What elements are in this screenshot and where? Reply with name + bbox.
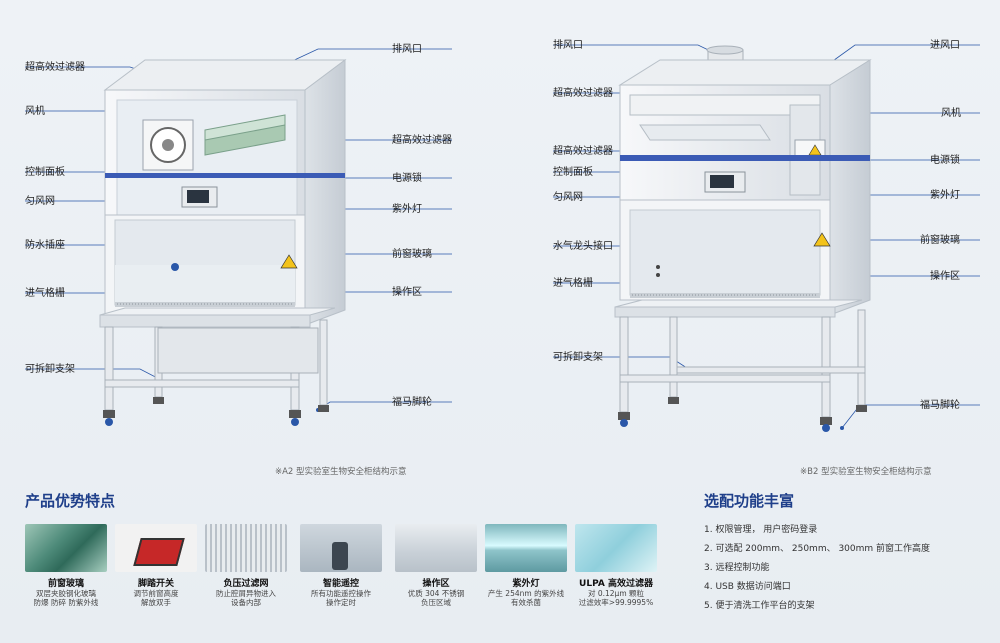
options-title: 选配功能丰富 [704,492,795,510]
feature-desc: 产生 254nm 的紫外线 [487,589,565,598]
feature-front-glass: 前窗玻璃 双层夹胶钢化玻璃 防爆 防碎 防紫外线 [25,524,107,607]
ulpa-filter-thumbnail [575,524,657,572]
feature-remote-control: 智能遥控 所有功能遥控操作 操作定时 [300,524,382,607]
feature-desc: 解放双手 [141,598,171,607]
uv-lamp-thumbnail [485,524,567,572]
feature-desc: 所有功能遥控操作 [311,589,371,598]
b2-label-ulpa-top: 超高效过滤器 [553,88,613,99]
feature-negative-pressure-filter: 负压过滤网 防止腔屑异物进入 设备内部 [205,524,287,607]
feature-desc: 有效杀菌 [511,598,541,607]
a2-label-front-glass: 前窗玻璃 [392,249,432,260]
feature-name: 脚踏开关 [137,579,174,589]
a2-label-power-socket: 电源锁 [392,173,422,184]
a2-label-casters: 福马脚轮 [392,397,432,408]
feature-desc: 负压区域 [421,598,451,607]
feature-foot-switch: 脚踏开关 调节前窗高度 解放双手 [115,524,197,607]
feature-desc: 对 0.12μm 颗粒 [587,589,645,598]
a2-label-uv-lamp: 紫外灯 [392,204,422,215]
feature-name: 操作区 [422,579,450,589]
b2-label-front-glass: 前窗玻璃 [920,235,960,246]
option-item: 4. USB 数据访问端口 [704,582,791,592]
b2-caption: ※B2 型实验室生物安全柜结构示意 [800,467,932,477]
b2-label-control-panel: 控制面板 [553,167,593,178]
b2-label-detachable-stand: 可拆卸支架 [553,352,603,363]
a2-label-diffuser: 匀风网 [25,196,55,207]
a2-label-intake-grille: 进气格栅 [25,288,65,299]
b2-cabinet-illustration [614,45,872,432]
feature-desc: 调节前窗高度 [133,589,179,598]
a2-label-control-panel: 控制面板 [25,167,65,178]
feature-ulpa-filter: ULPA 高效过滤器 对 0.12μm 颗粒 过滤效率>99.9995% [575,524,657,607]
option-item: 5. 便于清洗工作平台的支架 [704,601,815,611]
option-item: 3. 远程控制功能 [704,563,770,573]
b2-label-ulpa-mid: 超高效过滤器 [553,146,613,157]
feature-desc: 优质 304 不锈钢 [407,589,465,598]
b2-label-diffuser: 匀风网 [553,192,583,203]
a2-cabinet-illustration [99,59,347,426]
a2-caption: ※A2 型实验室生物安全柜结构示意 [275,467,407,477]
glass-thumbnail [25,524,107,572]
feature-work-area: 操作区 优质 304 不锈钢 负压区域 [395,524,477,607]
b2-label-uv-lamp: 紫外灯 [930,190,960,201]
a2-label-waterproof-socket: 防水插座 [25,240,65,251]
a2-label-fan: 风机 [25,106,45,117]
filter-mesh-thumbnail [205,524,287,572]
work-area-thumbnail [395,524,477,572]
feature-name: 前窗玻璃 [47,579,84,589]
feature-uv-lamp: 紫外灯 产生 254nm 的紫外线 有效杀菌 [485,524,567,607]
feature-desc: 防爆 防碎 防紫外线 [33,598,99,607]
a2-label-exhaust: 排风口 [392,44,422,55]
b2-label-inlet: 进风口 [930,40,960,51]
a2-label-ulpa-top: 超高效过滤器 [25,62,85,73]
b2-label-fan: 风机 [941,108,961,119]
b2-label-intake-grille: 进气格栅 [553,278,593,289]
b2-label-work-area: 操作区 [930,271,960,282]
feature-desc: 防止腔屑异物进入 [216,589,276,598]
b2-label-casters: 福马脚轮 [920,400,960,411]
b2-label-exhaust: 排风口 [553,40,583,51]
feature-desc: 操作定时 [326,598,356,607]
b2-label-water-gas-valve: 水气龙头接口 [553,241,613,252]
option-item: 2. 可选配 200mm、 250mm、 300mm 前窗工作高度 [704,544,931,554]
feature-name: 负压过滤网 [223,579,269,589]
advantages-title: 产品优势特点 [25,492,116,510]
option-item: 1. 权限管理， 用户密码登录 [704,525,818,535]
remote-thumbnail [300,524,382,572]
feature-name: 智能遥控 [322,579,359,589]
feature-desc: 过滤效率>99.9995% [578,598,654,607]
feature-desc: 双层夹胶钢化玻璃 [36,589,96,598]
feature-name: ULPA 高效过滤器 [579,579,653,589]
a2-label-detachable-stand: 可拆卸支架 [25,364,75,375]
feature-name: 紫外灯 [512,579,540,589]
a2-label-ulpa-mid: 超高效过滤器 [392,135,452,146]
a2-label-work-area: 操作区 [392,287,422,298]
foot-switch-thumbnail [115,524,197,572]
b2-label-power-socket: 电源锁 [930,155,960,166]
feature-desc: 设备内部 [231,598,261,607]
